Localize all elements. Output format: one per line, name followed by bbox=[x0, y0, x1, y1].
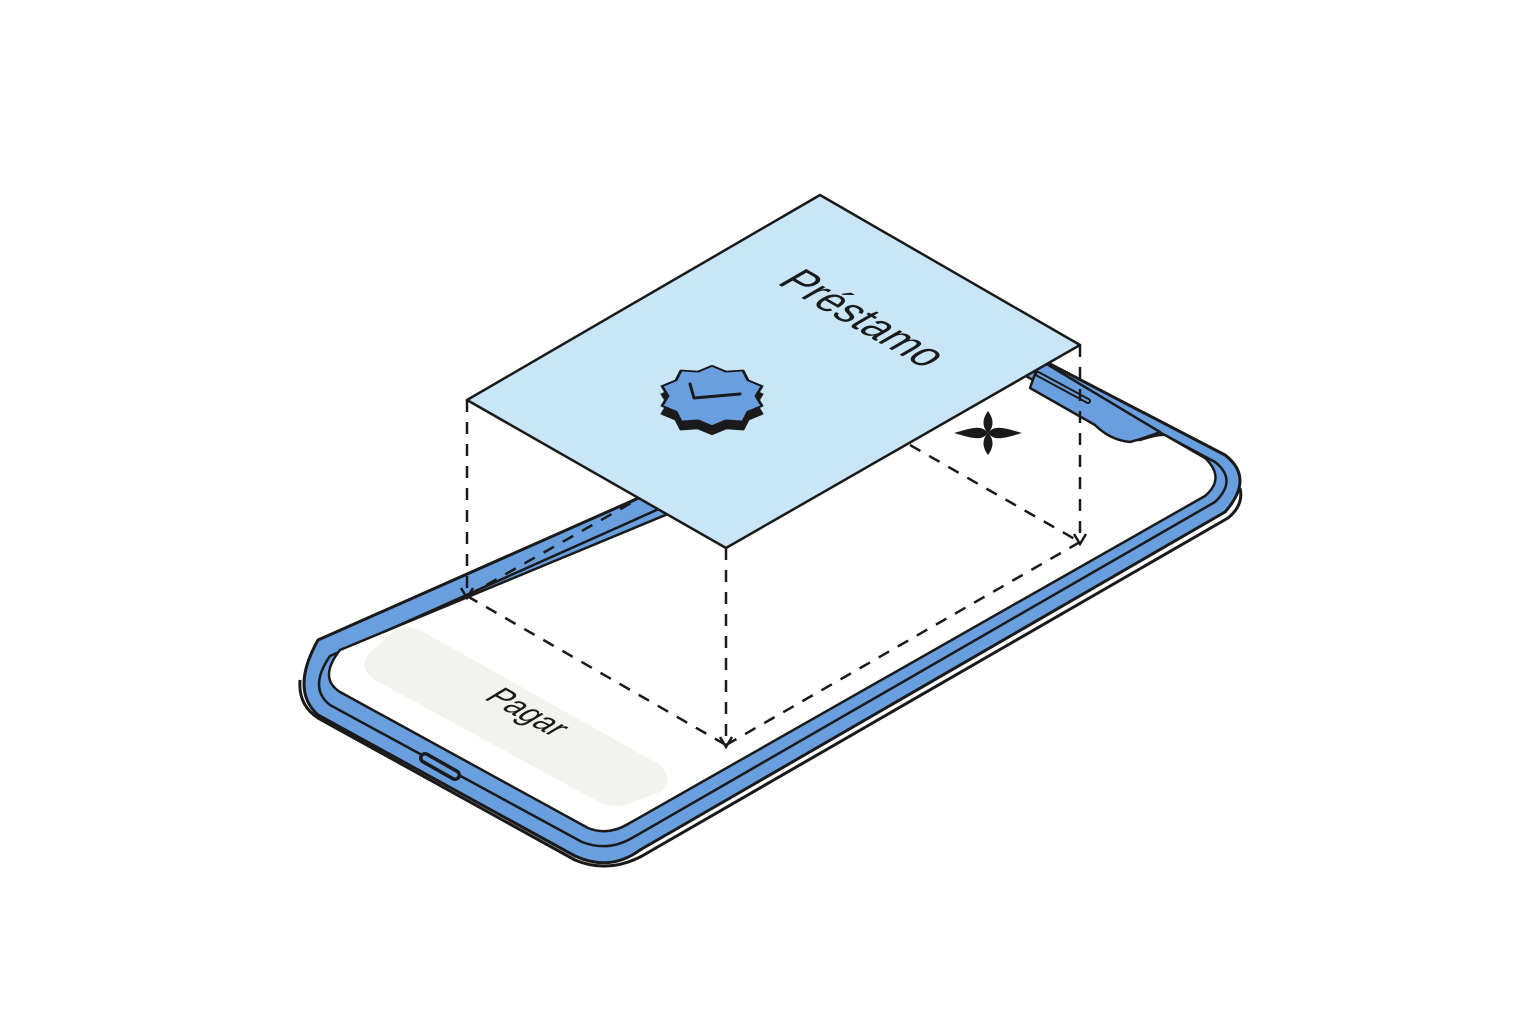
verified-check-badge-icon bbox=[660, 364, 764, 436]
pay-button-background bbox=[364, 627, 668, 806]
footprint-front-edge bbox=[725, 540, 1081, 747]
four-petal-logo-icon bbox=[954, 411, 1022, 455]
projection-guides bbox=[465, 345, 1082, 747]
pay-button[interactable]: Pagar bbox=[364, 627, 668, 806]
phone-inner-frame bbox=[317, 350, 1228, 848]
footprint-back-right bbox=[909, 443, 1081, 544]
phone: Pagar bbox=[298, 336, 1243, 868]
phone-notch bbox=[1028, 358, 1162, 444]
charging-port-inner bbox=[422, 755, 458, 778]
check-mark bbox=[688, 382, 742, 400]
footprint-left-edge bbox=[466, 594, 727, 747]
projection-arrows bbox=[459, 533, 1088, 750]
loan-card: Préstamo bbox=[465, 193, 1082, 550]
loan-card-sheet bbox=[465, 193, 1082, 550]
footprint-back-left bbox=[466, 496, 641, 598]
phone-side-edge bbox=[298, 487, 1243, 868]
